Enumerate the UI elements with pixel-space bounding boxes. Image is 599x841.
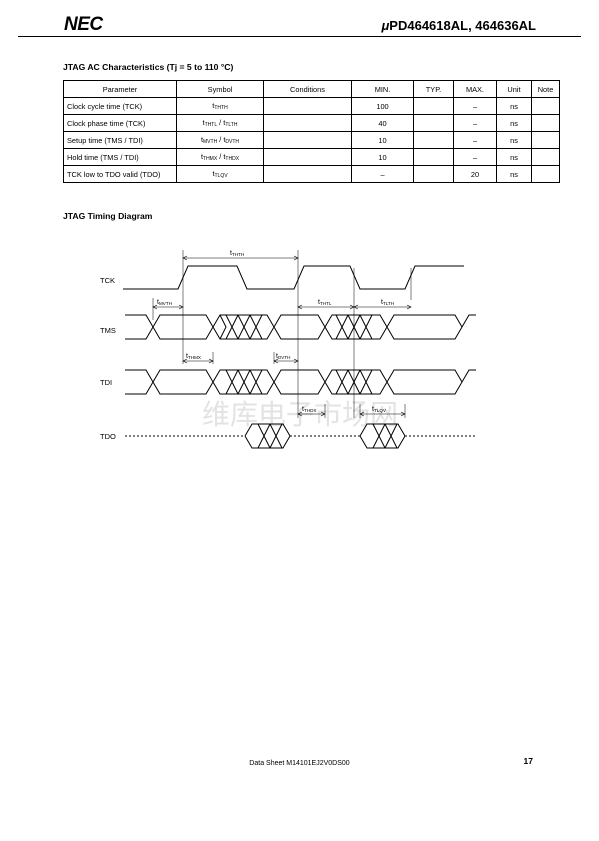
label-tthmx: tTHMX — [186, 353, 201, 360]
page-number: 17 — [523, 756, 533, 766]
label-tthth: tTHTH — [230, 250, 244, 257]
part-number-mu: μ — [381, 18, 390, 33]
tck-waveform — [123, 265, 464, 290]
reference-lines — [152, 250, 412, 418]
measurement-arrows — [152, 255, 412, 417]
ac-characteristics-title: JTAG AC Characteristics (Tj = 5 to 110 °… — [63, 62, 234, 72]
label-tdvth: tDVTH — [276, 353, 290, 360]
note-cell — [531, 165, 560, 183]
symbol-part: t — [223, 152, 226, 161]
symbol-part: t — [223, 118, 226, 127]
symbol-part: THTL — [204, 122, 218, 128]
tdi-waveform — [125, 369, 476, 395]
symbol-part: / — [217, 118, 224, 127]
watermark: 维库电子市场网 — [202, 399, 398, 430]
symbol-part: THMX — [203, 156, 218, 162]
label-tthdx: tTHDX — [302, 406, 316, 413]
part-number-text: PD464618AL, 464636AL — [389, 18, 536, 33]
symbol-part: t — [223, 135, 226, 144]
tdo-waveform — [125, 423, 476, 449]
signal-label-tck: TCK — [100, 276, 115, 285]
symbol-part: DVTH — [225, 139, 240, 145]
document-number: Data Sheet M14101EJ2V0DS00 — [249, 760, 350, 767]
signal-label-tms: TMS — [100, 326, 116, 335]
symbol-part: / — [217, 152, 224, 161]
header-rule — [18, 36, 581, 37]
symbol-part: t — [202, 118, 205, 127]
symbol-part: / — [217, 135, 224, 144]
symbol-part: TLTH — [225, 122, 238, 128]
part-number: μPD464618AL, 464636AL — [381, 18, 536, 33]
label-ttlqv: tTLQV — [372, 406, 387, 413]
symbol-part: THTH — [214, 105, 228, 111]
symbol-part: t — [200, 135, 204, 144]
symbol-part: t — [212, 101, 215, 110]
symbol-part: t — [200, 152, 204, 161]
label-tthtl: tTHTL — [318, 299, 332, 306]
tms-waveform — [125, 314, 476, 340]
signal-label-tdi: TDI — [100, 378, 112, 387]
symbol-part: t — [212, 169, 215, 178]
label-ttlth: tTLTH — [381, 299, 394, 306]
symbol-part: MVTH — [203, 139, 218, 145]
timing-diagram-title: JTAG Timing Diagram — [63, 211, 153, 221]
signal-label-tdo: TDO — [100, 432, 116, 441]
symbol-part: TLQV — [214, 173, 228, 179]
nec-logo: NEC — [64, 14, 103, 35]
ac-characteristics-table: Parameter Symbol Conditions MIN. TYP. MA… — [63, 80, 560, 183]
symbol-part: THDX — [225, 156, 240, 162]
label-tmvth: tMVTH — [157, 299, 172, 306]
